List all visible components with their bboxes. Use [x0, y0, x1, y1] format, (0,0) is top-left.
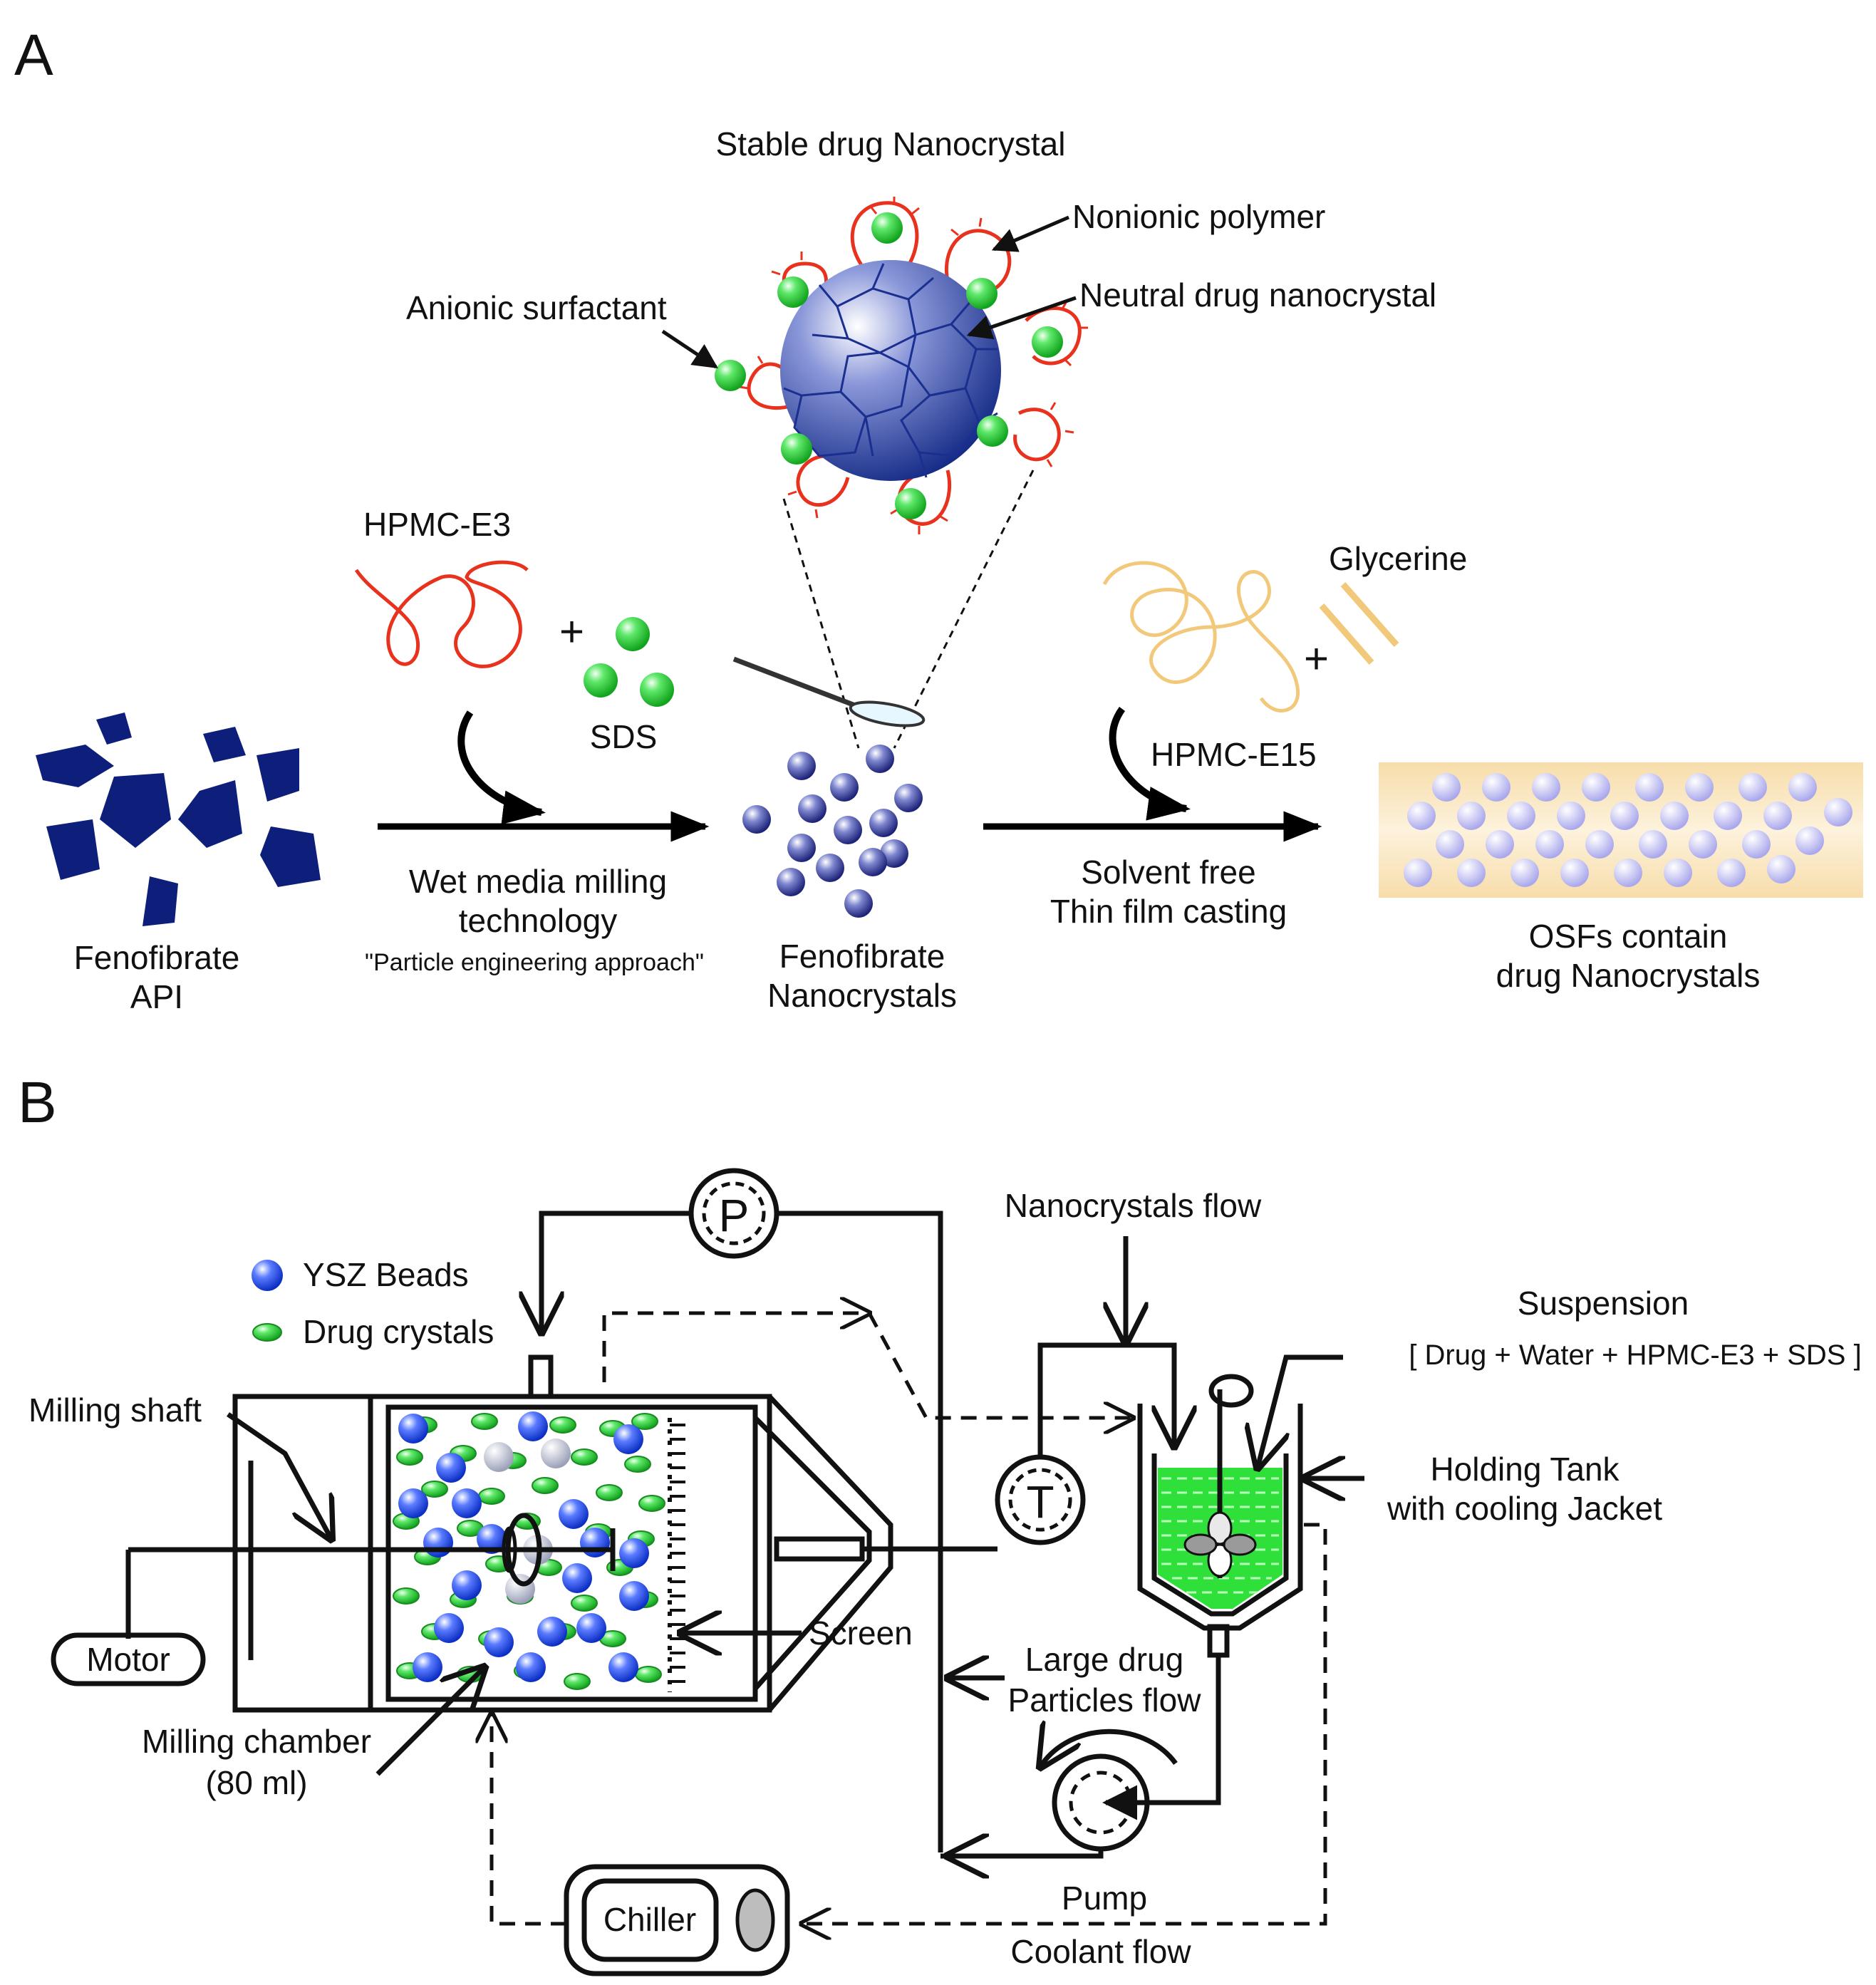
- legend-drug-crystals: Drug crystals: [303, 1313, 494, 1350]
- hpmc-e3-label: HPMC-E3: [363, 506, 511, 543]
- nanocrystal-flow-into-tank: [1111, 1342, 1174, 1446]
- zoom-line-right: [893, 470, 1035, 749]
- chamber-ysz-beads: [398, 1411, 649, 1682]
- mill-cone-inner: [753, 1416, 872, 1691]
- tank-inner-wall: [1151, 1453, 1289, 1617]
- holding-tank-line2: with cooling Jacket: [1387, 1490, 1662, 1527]
- anionic-surfactant-spheres: [715, 212, 1063, 519]
- panel-b-label: B: [18, 1070, 57, 1135]
- mill-housing: [232, 1394, 772, 1713]
- nanocrystal-facets: [783, 263, 998, 478]
- anionic-surfactant-label: Anionic surfactant: [406, 289, 667, 326]
- dashed-flow-to-tank: [867, 1312, 1133, 1418]
- screen-label: Screen: [809, 1615, 913, 1652]
- sds-spheres: [584, 617, 674, 707]
- chiller-inner: [581, 1878, 719, 1962]
- fenofibrate-nanocrystals: [742, 745, 923, 918]
- osfs-line2: drug Nanocrystals: [1496, 957, 1761, 994]
- neutral-drug-label: Neutral drug nanocrystal: [1079, 276, 1436, 313]
- coolant-supply-line: [492, 1714, 566, 1926]
- wet-media-line1: Wet media milling: [409, 863, 667, 900]
- solvent-free-line1: Solvent free: [1081, 854, 1255, 891]
- pressure-gauge-label: P: [719, 1190, 750, 1241]
- anionic-surfactant-pointer: [661, 329, 718, 369]
- milling-shaft-label: Milling shaft: [28, 1391, 202, 1429]
- t-to-tank-line: [1037, 1342, 1111, 1457]
- agitator-blade: [505, 1513, 542, 1587]
- large-drug-line1: Large drug: [1025, 1641, 1184, 1678]
- return-flow-line: [541, 1211, 691, 1332]
- legend-crystal-icon: [252, 1323, 282, 1342]
- temperature-sensor-label: T: [1026, 1476, 1054, 1528]
- temperature-sensor-inner: [1008, 1468, 1072, 1532]
- tank-outlet: [1207, 1624, 1230, 1658]
- curved-arrow-2: [1109, 707, 1191, 821]
- fenofibrate-api-line2: API: [130, 978, 183, 1015]
- milling-chamber-line1: Milling chamber: [142, 1723, 371, 1760]
- nonionic-polymer-pointer: [991, 215, 1069, 252]
- mill-outlet-port: [774, 1536, 865, 1562]
- neutral-drug-nanocrystal-sphere: [780, 260, 1001, 481]
- stable-nanocrystal-title: Stable drug Nanocrystal: [716, 125, 1066, 162]
- curved-arrow-1: [457, 710, 546, 825]
- neutral-drug-pointer: [966, 296, 1077, 340]
- coolant-flow-label: Coolant flow: [1010, 1933, 1191, 1970]
- tank-to-pump-line: [1147, 1655, 1221, 1805]
- pump-label: Pump: [1062, 1880, 1147, 1917]
- recirculation-line: [777, 1211, 943, 1852]
- motor-label: Motor: [86, 1641, 170, 1678]
- chiller-dial: [735, 1888, 775, 1952]
- agitator-blade-inner: [502, 1526, 517, 1573]
- hpmc-e15-polymer: [1102, 561, 1300, 712]
- milling-shaft-pointer: [227, 1412, 331, 1539]
- fenofibrate-api-line1: Fenofibrate: [74, 939, 240, 976]
- tank-stirrer-rotation: [1208, 1374, 1254, 1408]
- legend-ysz-beads: YSZ Beads: [303, 1256, 469, 1293]
- wet-media-line2: technology: [459, 902, 618, 939]
- pressure-gauge-inner: [702, 1181, 766, 1245]
- chiller-outer: [564, 1864, 790, 1976]
- large-drug-line2: Particles flow: [1008, 1681, 1202, 1719]
- hpmc-e3-polymer: [354, 560, 529, 668]
- zoom-line-left: [782, 498, 860, 749]
- suspension-pointer: [1258, 1354, 1343, 1468]
- mill-inlet-port: [528, 1354, 554, 1399]
- glycerine-label: Glycerine: [1329, 540, 1467, 577]
- mill-cone-outer: [767, 1394, 893, 1712]
- holding-tank-line1: Holding Tank: [1430, 1451, 1620, 1488]
- glycerine-bars: [1319, 582, 1399, 665]
- milling-chamber: [385, 1404, 758, 1702]
- suspension-label: Suspension: [1518, 1285, 1689, 1322]
- fenofibrate-api-particles: [36, 712, 321, 926]
- plus-sign-1: +: [559, 608, 584, 655]
- coolant-return-line: [802, 1523, 1327, 1924]
- chiller-label: Chiller: [603, 1901, 696, 1938]
- suspension-detail: [ Drug + Water + HPMC-E3 + SDS ]: [1409, 1339, 1861, 1371]
- hpmc-e15-label: HPMC-E15: [1151, 736, 1317, 773]
- osfs-line1: OSFs contain: [1529, 918, 1728, 955]
- milling-chamber-line2: (80 ml): [205, 1764, 307, 1801]
- dashed-flow-top: [602, 1313, 869, 1382]
- milling-chamber-pointer: [375, 1667, 484, 1776]
- panel-a-label: A: [14, 23, 53, 88]
- particle-engineering-label: "Particle engineering approach": [365, 949, 704, 976]
- fenofibrate-nanocrystals-line2: Nanocrystals: [767, 977, 957, 1014]
- osf-film-nanocrystals: [1404, 773, 1852, 887]
- solvent-free-line2: Thin film casting: [1050, 893, 1287, 930]
- tank-impeller: [1183, 1511, 1257, 1577]
- screen-ticks: [670, 1424, 685, 1683]
- nanocrystals-flow-label: Nanocrystals flow: [1005, 1187, 1262, 1224]
- plus-sign-2: +: [1304, 635, 1329, 683]
- polymer-ticks: [739, 197, 1088, 534]
- legend-bead-icon: [252, 1260, 283, 1291]
- motor-box: [51, 1632, 206, 1686]
- fenofibrate-nanocrystals-line1: Fenofibrate: [779, 938, 945, 975]
- pump-rotation-arrow: [1040, 1731, 1178, 1767]
- magnifier-icon: [732, 656, 926, 727]
- nonionic-polymer-label: Nonionic polymer: [1072, 198, 1325, 235]
- sds-label: SDS: [590, 718, 658, 755]
